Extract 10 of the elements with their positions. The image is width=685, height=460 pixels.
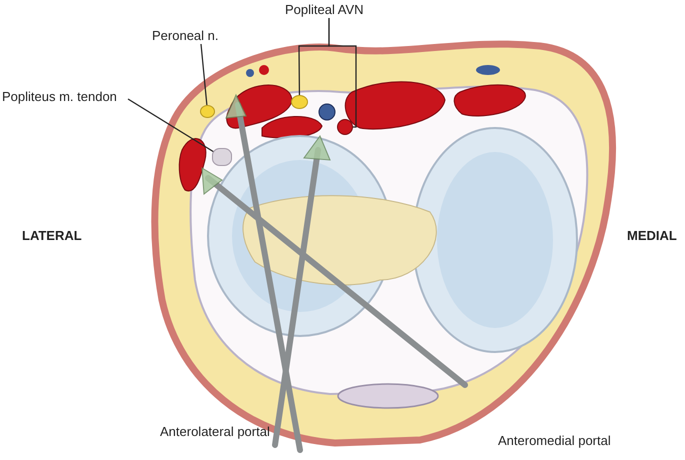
callout-label: Popliteal AVN: [285, 2, 364, 17]
callout-label: Popliteus m. tendon: [2, 89, 117, 104]
leader-line: [200, 44, 208, 106]
leader-line: [328, 18, 357, 128]
portal-label: Anterolateral portal: [160, 424, 270, 439]
side-label: MEDIAL: [627, 228, 677, 243]
callout-label: Peroneal n.: [152, 28, 218, 43]
portal-label: Anteromedial portal: [498, 433, 611, 448]
leader-line: [128, 98, 214, 152]
side-label: LATERAL: [22, 228, 82, 243]
